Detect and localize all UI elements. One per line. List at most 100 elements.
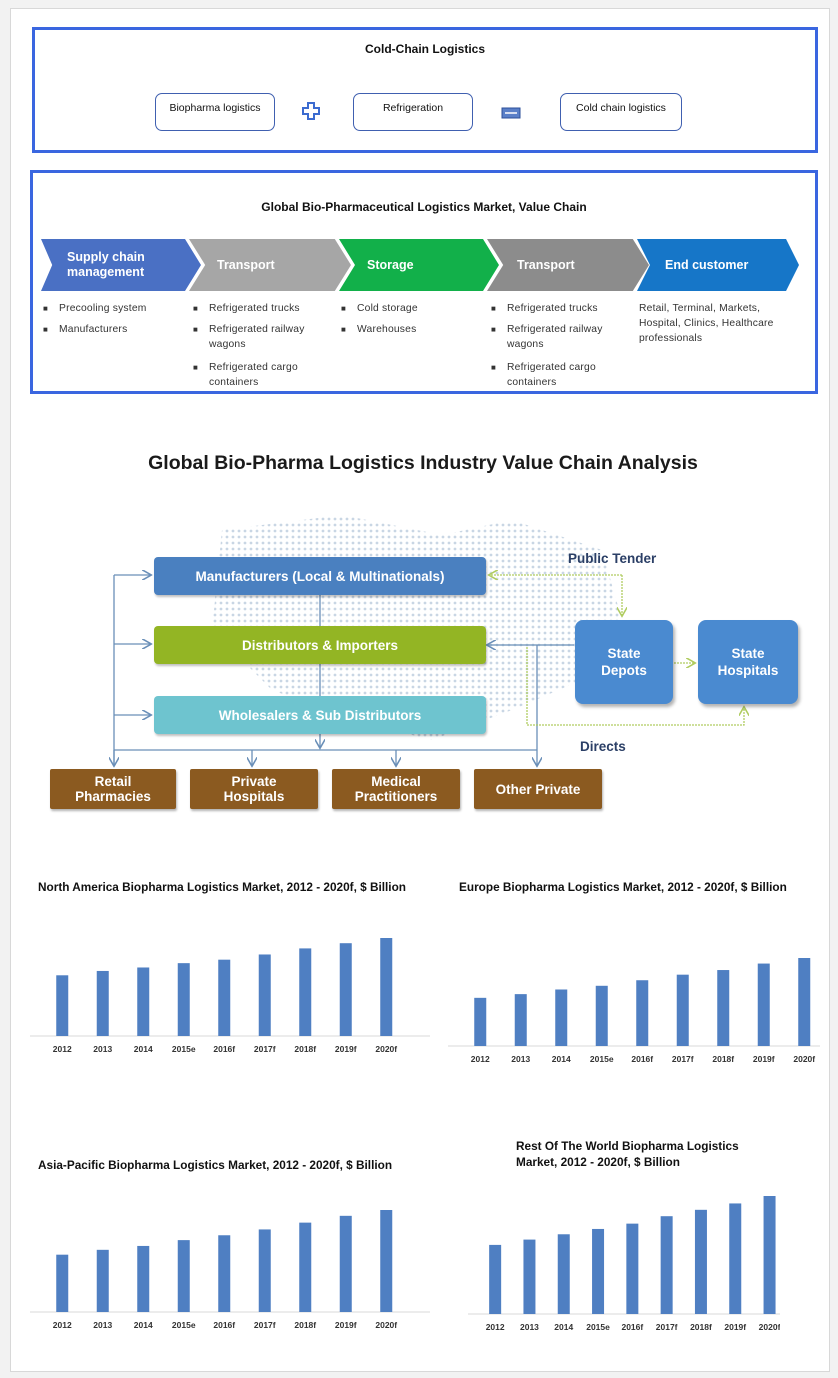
bar-2020f — [798, 958, 811, 1046]
bar-2017f — [660, 1216, 673, 1314]
chart-title-ap: Asia-Pacific Biopharma Logistics Market,… — [38, 1158, 393, 1172]
bar-2019f — [729, 1203, 742, 1314]
chart-title-na: North America Biopharma Logistics Market… — [38, 880, 407, 894]
chart-title-row: Rest Of The World Biopharma Logistics Ma… — [516, 1139, 739, 1169]
tick-label: 2015e — [586, 1322, 610, 1332]
bar-2020f — [380, 1210, 393, 1312]
flow-connectors — [22, 425, 824, 833]
tick-label: 2015e — [172, 1044, 196, 1054]
tick-label: 2016f — [631, 1054, 653, 1064]
tick-label: 2014 — [134, 1320, 153, 1330]
stage-label: End customer — [665, 257, 749, 272]
bullet-item: ■Refrigerated trucks — [193, 303, 300, 314]
bullet-item: ■Precooling system — [43, 303, 147, 314]
tick-label: 2017f — [254, 1320, 276, 1330]
bar-2016f — [218, 959, 231, 1036]
tick-label: 2019f — [335, 1320, 357, 1330]
stage-label: Supply chain management — [67, 250, 145, 279]
industry-value-chain: Global Bio-Pharma Logistics Industry Val… — [22, 425, 824, 833]
tick-label: 2020f — [793, 1054, 815, 1064]
bar-2013 — [514, 994, 527, 1046]
plus-icon — [302, 102, 320, 120]
distributors-bar: Distributors & Importers — [154, 626, 486, 664]
tick-label: 2013 — [93, 1320, 112, 1330]
public-tender-label: Public Tender — [568, 551, 657, 566]
refrigeration-box: Refrigeration — [353, 93, 473, 131]
bullet-item: ■Refrigerated railway wagons — [491, 324, 603, 350]
bullet-item: ■Manufacturers — [43, 324, 128, 335]
bar-2013 — [96, 1249, 109, 1312]
stage-label: Transport — [517, 257, 575, 272]
bar-2018f — [694, 1209, 707, 1314]
bar-2017f — [258, 954, 271, 1036]
tick-label: 2018f — [690, 1322, 712, 1332]
bullet-item: ■Refrigerated cargo containers — [491, 362, 596, 388]
state-hospitals-box: State Hospitals — [698, 620, 798, 704]
stage-storage: Storage — [339, 239, 499, 291]
industry-title: Global Bio-Pharma Logistics Industry Val… — [148, 452, 698, 474]
other-private-box: Other Private — [474, 769, 602, 809]
chart-europe: 2012 2013 2014 2015e 2016f 2017f 2018f 2019f 202… — [448, 958, 820, 1064]
bar-2014 — [137, 1245, 150, 1312]
bar-2019f — [339, 1215, 352, 1312]
tick-label: 2013 — [93, 1044, 112, 1054]
tick-label: 2014 — [552, 1054, 571, 1064]
bar-2020f — [763, 1196, 776, 1314]
wholesalers-bar: Wholesalers & Sub Distributors — [154, 696, 486, 734]
bar-2016f — [626, 1223, 639, 1314]
tick-label: 2015e — [172, 1320, 196, 1330]
tick-label: 2018f — [294, 1044, 316, 1054]
tick-label: 2017f — [656, 1322, 678, 1332]
manufacturers-bar: Manufacturers (Local & Multinationals) — [154, 557, 486, 595]
bar-2018f — [717, 970, 730, 1046]
tick-label: 2019f — [724, 1322, 746, 1332]
bar-2012 — [474, 997, 487, 1046]
bullet-item: ■Warehouses — [341, 324, 417, 335]
cold-chain-logistics-box: Cold chain logistics — [560, 93, 682, 131]
tick-label: 2012 — [53, 1320, 72, 1330]
tick-label: 2017f — [672, 1054, 694, 1064]
stage-end-customer: End customer — [637, 239, 799, 291]
tick-label: 2012 — [471, 1054, 490, 1064]
tick-label: 2019f — [753, 1054, 775, 1064]
tick-label: 2012 — [486, 1322, 505, 1332]
tick-label: 2015e — [590, 1054, 614, 1064]
tick-label: 2017f — [254, 1044, 276, 1054]
bar-2018f — [299, 948, 312, 1036]
bar-2015e — [595, 985, 608, 1046]
tick-label: 2020f — [375, 1044, 397, 1054]
bar-2012 — [489, 1244, 502, 1314]
equals-icon — [501, 107, 521, 119]
bar-2016f — [218, 1235, 231, 1312]
tick-label: 2014 — [134, 1044, 153, 1054]
bar-2020f — [380, 938, 393, 1036]
bullet-item: ■Refrigerated trucks — [491, 303, 598, 314]
bar-2015e — [177, 1240, 190, 1312]
end-customer-text: Retail, Terminal, Markets, Hospital, Cli… — [639, 303, 774, 344]
tick-label: 2020f — [375, 1320, 397, 1330]
tick-label: 2018f — [294, 1320, 316, 1330]
bar-2016f — [636, 980, 649, 1046]
tick-label: 2013 — [511, 1054, 530, 1064]
bar-2017f — [676, 974, 689, 1046]
bar-2018f — [299, 1222, 312, 1312]
tick-label: 2019f — [335, 1044, 357, 1054]
bar-2013 — [523, 1239, 536, 1314]
stage-supply-chain: Supply chain management — [41, 239, 201, 291]
cold-chain-panel: Cold-Chain Logistics Biopharma logistics… — [32, 27, 818, 153]
tick-label: 2013 — [520, 1322, 539, 1332]
chart-title-eu: Europe Biopharma Logistics Market, 2012 … — [459, 880, 787, 894]
cold-chain-title: Cold-Chain Logistics — [365, 42, 485, 56]
tick-label: 2012 — [53, 1044, 72, 1054]
stage-transport-2: Transport — [487, 239, 649, 291]
bar-2019f — [339, 943, 352, 1036]
tick-label: 2018f — [712, 1054, 734, 1064]
bar-2014 — [137, 967, 150, 1036]
stage-label: Storage — [367, 257, 414, 272]
value-chain-title: Global Bio-Pharmaceutical Logistics Mark… — [261, 200, 587, 214]
state-depots-box: State Depots — [575, 620, 673, 704]
private-hospitals-box: Private Hospitals — [190, 769, 318, 809]
bullet-item: ■Refrigerated railway wagons — [193, 324, 305, 350]
